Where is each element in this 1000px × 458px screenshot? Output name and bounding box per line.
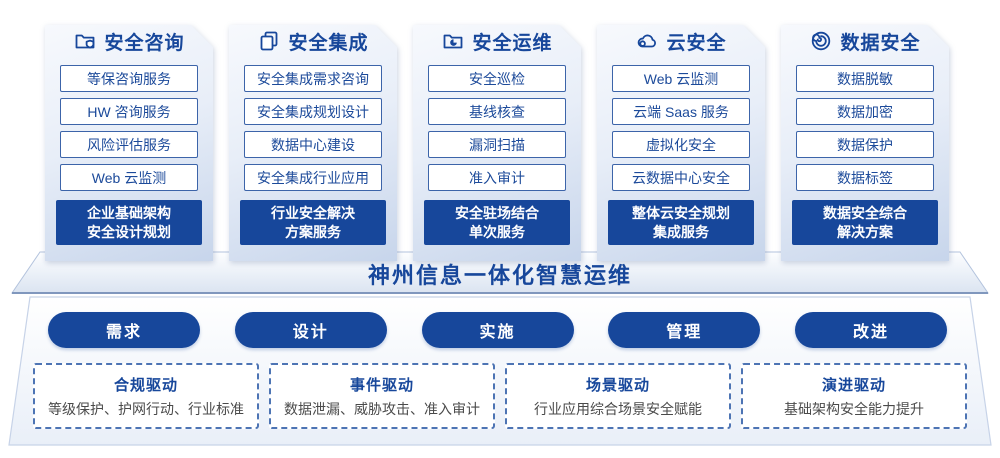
- service-item: 数据脱敏: [796, 65, 934, 92]
- highlight-box: 行业安全解决 方案服务: [240, 200, 386, 245]
- folder-pie-icon: [441, 29, 465, 53]
- column-header: 安全集成: [229, 25, 397, 57]
- driver-title: 合规驱动: [113, 376, 178, 394]
- data-spiral-icon: [809, 29, 833, 53]
- column-title: 云安全: [666, 32, 727, 54]
- highlight-line: 方案服务: [285, 223, 341, 240]
- service-item-list: 安全巡检 基线核查 漏洞扫描 准入审计: [413, 65, 581, 191]
- highlight-box: 企业基础架构 安全设计规划: [56, 200, 202, 245]
- column-header: 安全运维: [413, 25, 581, 57]
- highlight-line: 安全驻场结合: [455, 205, 539, 222]
- driver-box-scenario: 场景驱动 行业应用综合场景安全赋能: [505, 363, 731, 429]
- service-item: 数据中心建设: [244, 131, 382, 158]
- banner-title: 神州信息一体化智慧运维: [367, 263, 632, 288]
- service-column-cloud-security: 云安全 Web 云监测 云端 Saas 服务 虚拟化安全 云数据中心安全 整体云…: [597, 12, 765, 261]
- driver-title: 事件驱动: [349, 376, 414, 394]
- service-item-list: 数据脱敏 数据加密 数据保护 数据标签: [781, 65, 949, 191]
- highlight-line: 安全设计规划: [87, 223, 171, 240]
- driver-desc: 等级保护、护网行动、行业标准: [48, 400, 244, 417]
- column-title: 安全咨询: [104, 32, 185, 54]
- service-item: 虚拟化安全: [612, 131, 750, 158]
- service-item: HW 咨询服务: [60, 98, 198, 125]
- process-pill-design: 设计: [234, 312, 387, 348]
- process-pill-implementation: 实施: [421, 312, 574, 348]
- service-item-list: 等保咨询服务 HW 咨询服务 风险评估服务 Web 云监测: [45, 65, 213, 191]
- highlight-box: 整体云安全规划 集成服务: [608, 200, 754, 245]
- service-item: 安全巡检: [428, 65, 566, 92]
- column-header: 云安全: [597, 25, 765, 57]
- service-item: Web 云监测: [612, 65, 750, 92]
- highlight-line: 整体云安全规划: [632, 205, 730, 222]
- driver-box-evolution: 演进驱动 基础架构安全能力提升: [741, 363, 967, 429]
- process-pill-row: 需求 设计 实施 管理 改进: [48, 312, 947, 348]
- highlight-box: 安全驻场结合 单次服务: [424, 200, 570, 245]
- highlight-line: 企业基础架构: [87, 205, 171, 222]
- service-card: 安全运维 安全巡检 基线核查 漏洞扫描 准入审计 安全驻场结合 单次服务: [413, 25, 581, 261]
- highlight-line: 集成服务: [653, 223, 709, 240]
- service-card: 安全集成 安全集成需求咨询 安全集成规划设计 数据中心建设 安全集成行业应用 行…: [229, 25, 397, 261]
- service-column-security-consulting: 安全咨询 等保咨询服务 HW 咨询服务 风险评估服务 Web 云监测 企业基础架…: [45, 12, 213, 261]
- highlight-line: 数据安全综合: [823, 205, 907, 222]
- service-item: 安全集成行业应用: [244, 164, 382, 191]
- driver-desc: 基础架构安全能力提升: [784, 400, 924, 417]
- process-pill-improvement: 改进: [795, 312, 947, 348]
- driver-desc: 数据泄漏、威胁攻击、准入审计: [284, 400, 480, 417]
- service-item: 风险评估服务: [60, 131, 198, 158]
- service-item: 云端 Saas 服务: [612, 98, 750, 125]
- service-item: 安全集成需求咨询: [244, 65, 382, 92]
- service-item-list: 安全集成需求咨询 安全集成规划设计 数据中心建设 安全集成行业应用: [229, 65, 397, 191]
- column-title: 安全运维: [472, 32, 553, 54]
- service-column-security-integration: 安全集成 安全集成需求咨询 安全集成规划设计 数据中心建设 安全集成行业应用 行…: [229, 12, 397, 261]
- process-pill-demand: 需求: [48, 312, 200, 348]
- folder-shield-icon: [73, 29, 97, 53]
- column-header: 安全咨询: [45, 25, 213, 57]
- driver-box-event: 事件驱动 数据泄漏、威胁攻击、准入审计: [269, 363, 495, 429]
- highlight-box: 数据安全综合 解决方案: [792, 200, 938, 245]
- driver-title: 演进驱动: [821, 376, 886, 394]
- service-column-security-operations: 安全运维 安全巡检 基线核查 漏洞扫描 准入审计 安全驻场结合 单次服务: [413, 12, 581, 261]
- service-item: 漏洞扫描: [428, 131, 566, 158]
- service-item: Web 云监测: [60, 164, 198, 191]
- service-item: 数据加密: [796, 98, 934, 125]
- column-title: 安全集成: [288, 32, 369, 54]
- service-card: 数据安全 数据脱敏 数据加密 数据保护 数据标签 数据安全综合 解决方案: [781, 25, 949, 261]
- documents-copy-icon: [257, 29, 281, 53]
- service-item: 等保咨询服务: [60, 65, 198, 92]
- column-header: 数据安全: [781, 25, 949, 57]
- service-item: 数据标签: [796, 164, 934, 191]
- service-item: 基线核查: [428, 98, 566, 125]
- service-item-list: Web 云监测 云端 Saas 服务 虚拟化安全 云数据中心安全: [597, 65, 765, 191]
- highlight-line: 行业安全解决: [271, 205, 355, 222]
- service-item: 数据保护: [796, 131, 934, 158]
- column-title: 数据安全: [840, 32, 921, 54]
- driver-title: 场景驱动: [585, 376, 650, 394]
- cloud-security-icon: [635, 29, 659, 53]
- service-card: 云安全 Web 云监测 云端 Saas 服务 虚拟化安全 云数据中心安全 整体云…: [597, 25, 765, 261]
- highlight-line: 解决方案: [837, 223, 893, 240]
- driver-desc: 行业应用综合场景安全赋能: [534, 400, 702, 417]
- driver-row: 合规驱动 等级保护、护网行动、行业标准 事件驱动 数据泄漏、威胁攻击、准入审计 …: [33, 363, 967, 429]
- highlight-line: 单次服务: [469, 223, 525, 240]
- process-pill-management: 管理: [608, 312, 761, 348]
- service-item: 云数据中心安全: [612, 164, 750, 191]
- service-item: 安全集成规划设计: [244, 98, 382, 125]
- service-item: 准入审计: [428, 164, 566, 191]
- service-card: 安全咨询 等保咨询服务 HW 咨询服务 风险评估服务 Web 云监测 企业基础架…: [45, 25, 213, 261]
- driver-box-compliance: 合规驱动 等级保护、护网行动、行业标准: [33, 363, 259, 429]
- service-column-data-security: 数据安全 数据脱敏 数据加密 数据保护 数据标签 数据安全综合 解决方案: [781, 12, 949, 261]
